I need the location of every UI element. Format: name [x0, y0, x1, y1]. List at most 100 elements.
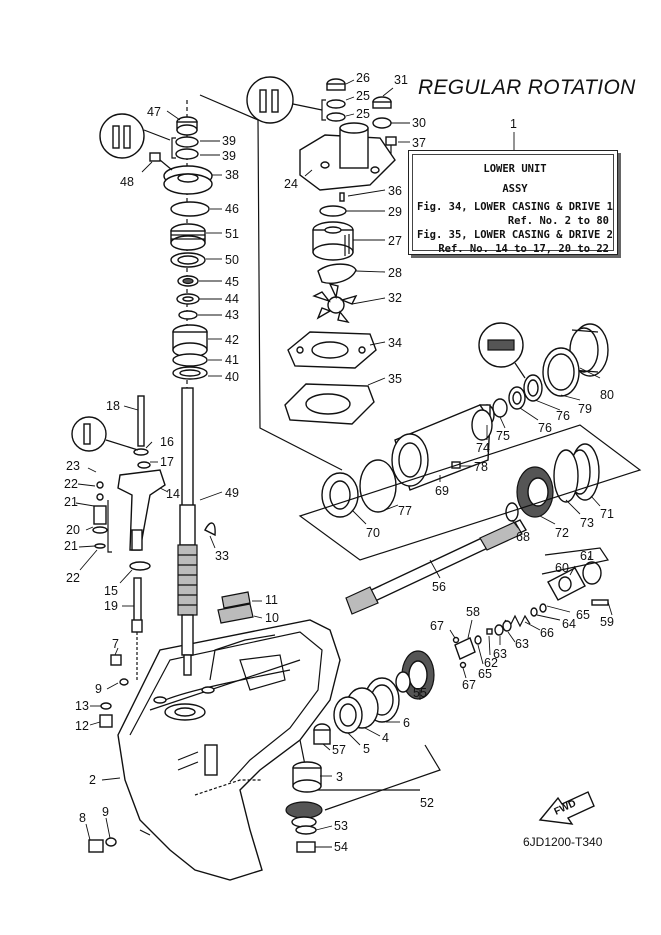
callout-9a: 9 — [95, 682, 102, 696]
callout-3: 3 — [336, 770, 343, 784]
callout-53: 53 — [334, 819, 348, 833]
callout-23: 23 — [66, 459, 80, 473]
callout-29: 29 — [388, 205, 402, 219]
callout-46: 46 — [225, 202, 239, 216]
callout-72: 72 — [555, 526, 569, 540]
callout-69: 69 — [435, 484, 449, 498]
callout-11: 11 — [265, 593, 278, 607]
callout-51: 51 — [225, 227, 239, 241]
callout-7: 7 — [112, 637, 119, 651]
inset-detail-pump — [246, 76, 323, 124]
callout-35: 35 — [388, 372, 402, 386]
callout-19: 19 — [104, 599, 118, 613]
callout-40: 40 — [225, 370, 239, 384]
callout-22a: 22 — [64, 477, 78, 491]
callout-76b: 76 — [556, 409, 570, 423]
callout-60: 60 — [555, 561, 569, 575]
callout-66: 66 — [540, 626, 554, 640]
callout-30: 30 — [412, 116, 426, 130]
callout-49: 49 — [225, 486, 239, 500]
inset-detail-left — [99, 113, 171, 159]
callout-13: 13 — [75, 699, 89, 713]
callout-numbers: 1 2 3 4 5 6 7 8 9 9 10 11 12 13 14 15 16… — [64, 71, 614, 854]
callout-25b: 25 — [356, 107, 370, 121]
callout-22b: 22 — [66, 571, 80, 585]
callout-25a: 25 — [356, 89, 370, 103]
callout-80: 80 — [600, 388, 614, 402]
callout-8: 8 — [79, 811, 86, 825]
callout-59: 59 — [600, 615, 614, 629]
callout-1: 1 — [510, 117, 517, 131]
callout-10: 10 — [265, 611, 279, 625]
callout-56: 56 — [432, 580, 446, 594]
callout-12: 12 — [75, 719, 89, 733]
callout-34: 34 — [388, 336, 402, 350]
callout-26: 26 — [356, 71, 370, 85]
callout-6: 6 — [403, 716, 410, 730]
callout-37: 37 — [412, 136, 426, 150]
fasteners-left — [88, 654, 129, 853]
callout-21b: 21 — [64, 539, 78, 553]
assembly-reference-box: LOWER UNIT ASSY Fig. 34, LOWER CASING & … — [408, 150, 618, 255]
propeller-shaft-part — [345, 519, 527, 615]
callout-38: 38 — [225, 168, 239, 182]
callout-58: 58 — [466, 605, 480, 619]
callout-47: 47 — [147, 105, 161, 119]
callout-64: 64 — [562, 617, 576, 631]
leader-lines — [75, 79, 613, 848]
callout-18: 18 — [106, 399, 120, 413]
callout-42: 42 — [225, 333, 239, 347]
callout-65a: 65 — [478, 667, 492, 681]
callout-39b: 39 — [222, 149, 236, 163]
callout-76a: 76 — [538, 421, 552, 435]
callout-44: 44 — [225, 292, 239, 306]
callout-63b: 63 — [515, 637, 529, 651]
callout-9b: 9 — [102, 805, 109, 819]
callout-68: 68 — [516, 530, 530, 544]
callout-67a: 67 — [430, 619, 444, 633]
callout-78: 78 — [474, 460, 488, 474]
callout-61: 61 — [580, 549, 594, 563]
diagram-title: REGULAR ROTATION — [418, 76, 636, 99]
callout-54: 54 — [334, 840, 348, 854]
callout-45: 45 — [225, 275, 239, 289]
callout-41: 41 — [225, 353, 239, 367]
clutch-assembly — [452, 547, 609, 669]
drive-shaft-part — [177, 100, 198, 676]
callout-21a: 21 — [64, 495, 78, 509]
inset-detail-shift — [71, 416, 139, 452]
callout-14: 14 — [166, 487, 180, 501]
fwd-arrow: FWD — [538, 791, 595, 825]
assy-line-1: LOWER UNIT — [483, 163, 547, 175]
propeller-shaft-housing — [298, 323, 642, 561]
callout-57: 57 — [332, 743, 346, 757]
callout-33: 33 — [215, 549, 229, 563]
assy-line-2: ASSY — [502, 183, 528, 195]
callout-71: 71 — [600, 507, 614, 521]
callout-2: 2 — [89, 773, 96, 787]
anode-parts — [217, 591, 254, 624]
reference-code: 6JD1200-T340 — [523, 835, 603, 849]
callout-50: 50 — [225, 253, 239, 267]
callout-16: 16 — [160, 435, 174, 449]
callout-32: 32 — [388, 291, 402, 305]
callout-70: 70 — [366, 526, 380, 540]
callout-63a: 63 — [493, 647, 507, 661]
callout-73: 73 — [580, 516, 594, 530]
assy-line-4: Ref. No. 2 to 80 — [507, 215, 609, 227]
callout-20: 20 — [66, 523, 80, 537]
callout-62: 62 — [484, 656, 498, 670]
callout-79: 79 — [578, 402, 592, 416]
lower-casing-part — [117, 619, 420, 881]
assy-line-6: Ref. No. 14 to 17, 20 to 22 — [438, 243, 609, 255]
assy-line-3: Fig. 34, LOWER CASING & DRIVE 1 — [417, 201, 613, 213]
inset-detail-housing — [478, 322, 526, 379]
callout-27: 27 — [388, 234, 402, 248]
assy-line-5: Fig. 35, LOWER CASING & DRIVE 2 — [417, 229, 613, 241]
callout-39a: 39 — [222, 134, 236, 148]
callout-5: 5 — [363, 742, 370, 756]
callout-43: 43 — [225, 308, 239, 322]
callout-77: 77 — [398, 504, 412, 518]
shift-rod-assembly — [92, 395, 166, 680]
